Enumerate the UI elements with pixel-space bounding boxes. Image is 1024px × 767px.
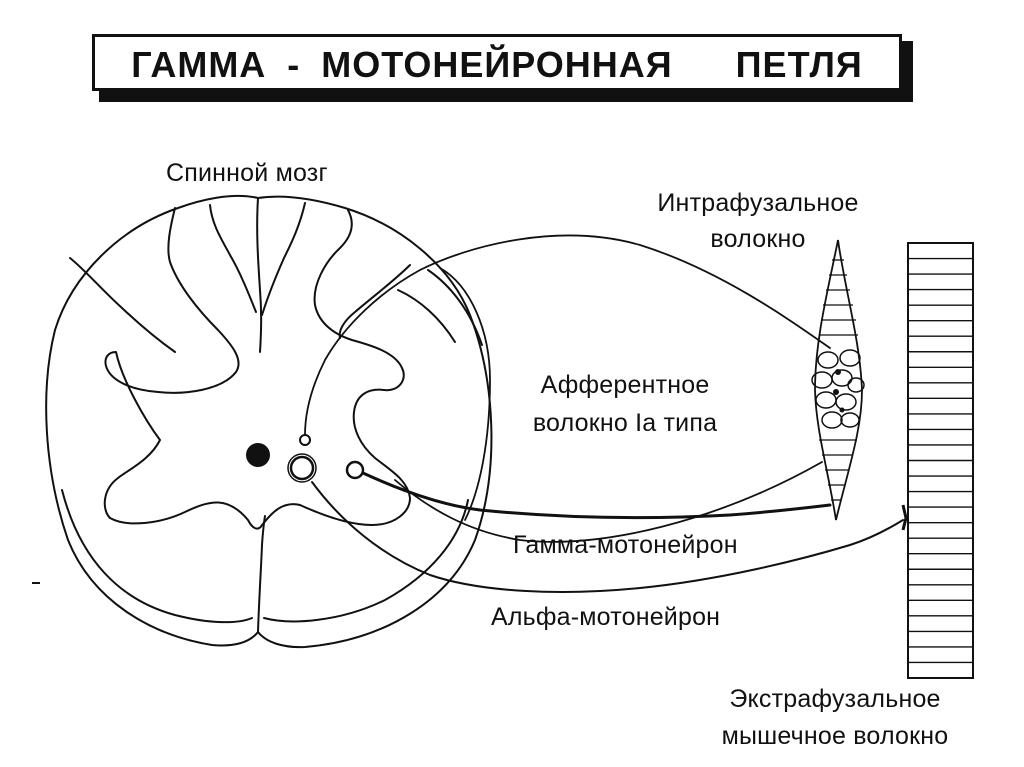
- label-intrafusal-2: волокно: [710, 225, 806, 253]
- afferent-fiber-lower: [394, 461, 823, 543]
- label-extrafusal-2: мышечное волокно: [721, 722, 949, 750]
- posterior-horn-left: [69, 257, 176, 353]
- page-title: ГАММА - МОТОНЕЙРОННАЯ ПЕТЛЯ: [131, 44, 863, 85]
- nuclear-bag: [811, 349, 865, 429]
- alpha-motoneuron-soma: [289, 455, 315, 481]
- alpha-axon: [311, 481, 904, 593]
- lateral-band-inner: [397, 289, 456, 343]
- posterior-funiculus: [209, 204, 257, 313]
- spindle-stripes: [819, 259, 858, 501]
- posterior-funiculus-right: [261, 202, 306, 316]
- lateral-band-outer: [427, 269, 483, 346]
- posterior-median-sulcus: [256, 197, 263, 353]
- label-afferent-2: волокно Ia типа: [532, 409, 718, 437]
- gamma-motoneuron-soma: [345, 460, 365, 480]
- afferent-collateral: [439, 267, 491, 521]
- gamma-axon: [361, 471, 832, 520]
- afferent-bulb: [299, 434, 311, 446]
- label-extrafusal-1: Экстрафузальное: [729, 685, 941, 713]
- extrafusal-stripes: [908, 257, 973, 664]
- intrafusal-fiber: [811, 239, 865, 521]
- afferent-fiber-upper: [304, 234, 831, 436]
- label-spinal-cord: Спинной мозг: [166, 159, 328, 187]
- anterior-median-fissure: [257, 515, 266, 633]
- motor-end-plate: [901, 504, 908, 531]
- label-intrafusal-1: Интрафузальное: [657, 189, 859, 217]
- label-alpha-motoneuron: Альфа-мотонейрон: [491, 603, 721, 631]
- spindle-outline: [814, 239, 863, 521]
- grey-matter: [103, 207, 411, 530]
- spinal-cord-outline: [45, 194, 493, 649]
- spinal-cord-rim-left: [61, 489, 253, 624]
- posterior-horn-right: [338, 264, 411, 339]
- central-canal: [246, 443, 270, 467]
- spinal-cord-rim-right: [263, 499, 469, 623]
- label-gamma-motoneuron: Гамма-мотонейрон: [513, 531, 738, 559]
- extrafusal-fiber: [901, 242, 974, 679]
- alpha-motoneuron-outer: [287, 453, 317, 483]
- title-box: ГАММА - МОТОНЕЙРОННАЯ ПЕТЛЯ: [92, 34, 902, 91]
- label-afferent-1: Афферентное: [540, 371, 710, 399]
